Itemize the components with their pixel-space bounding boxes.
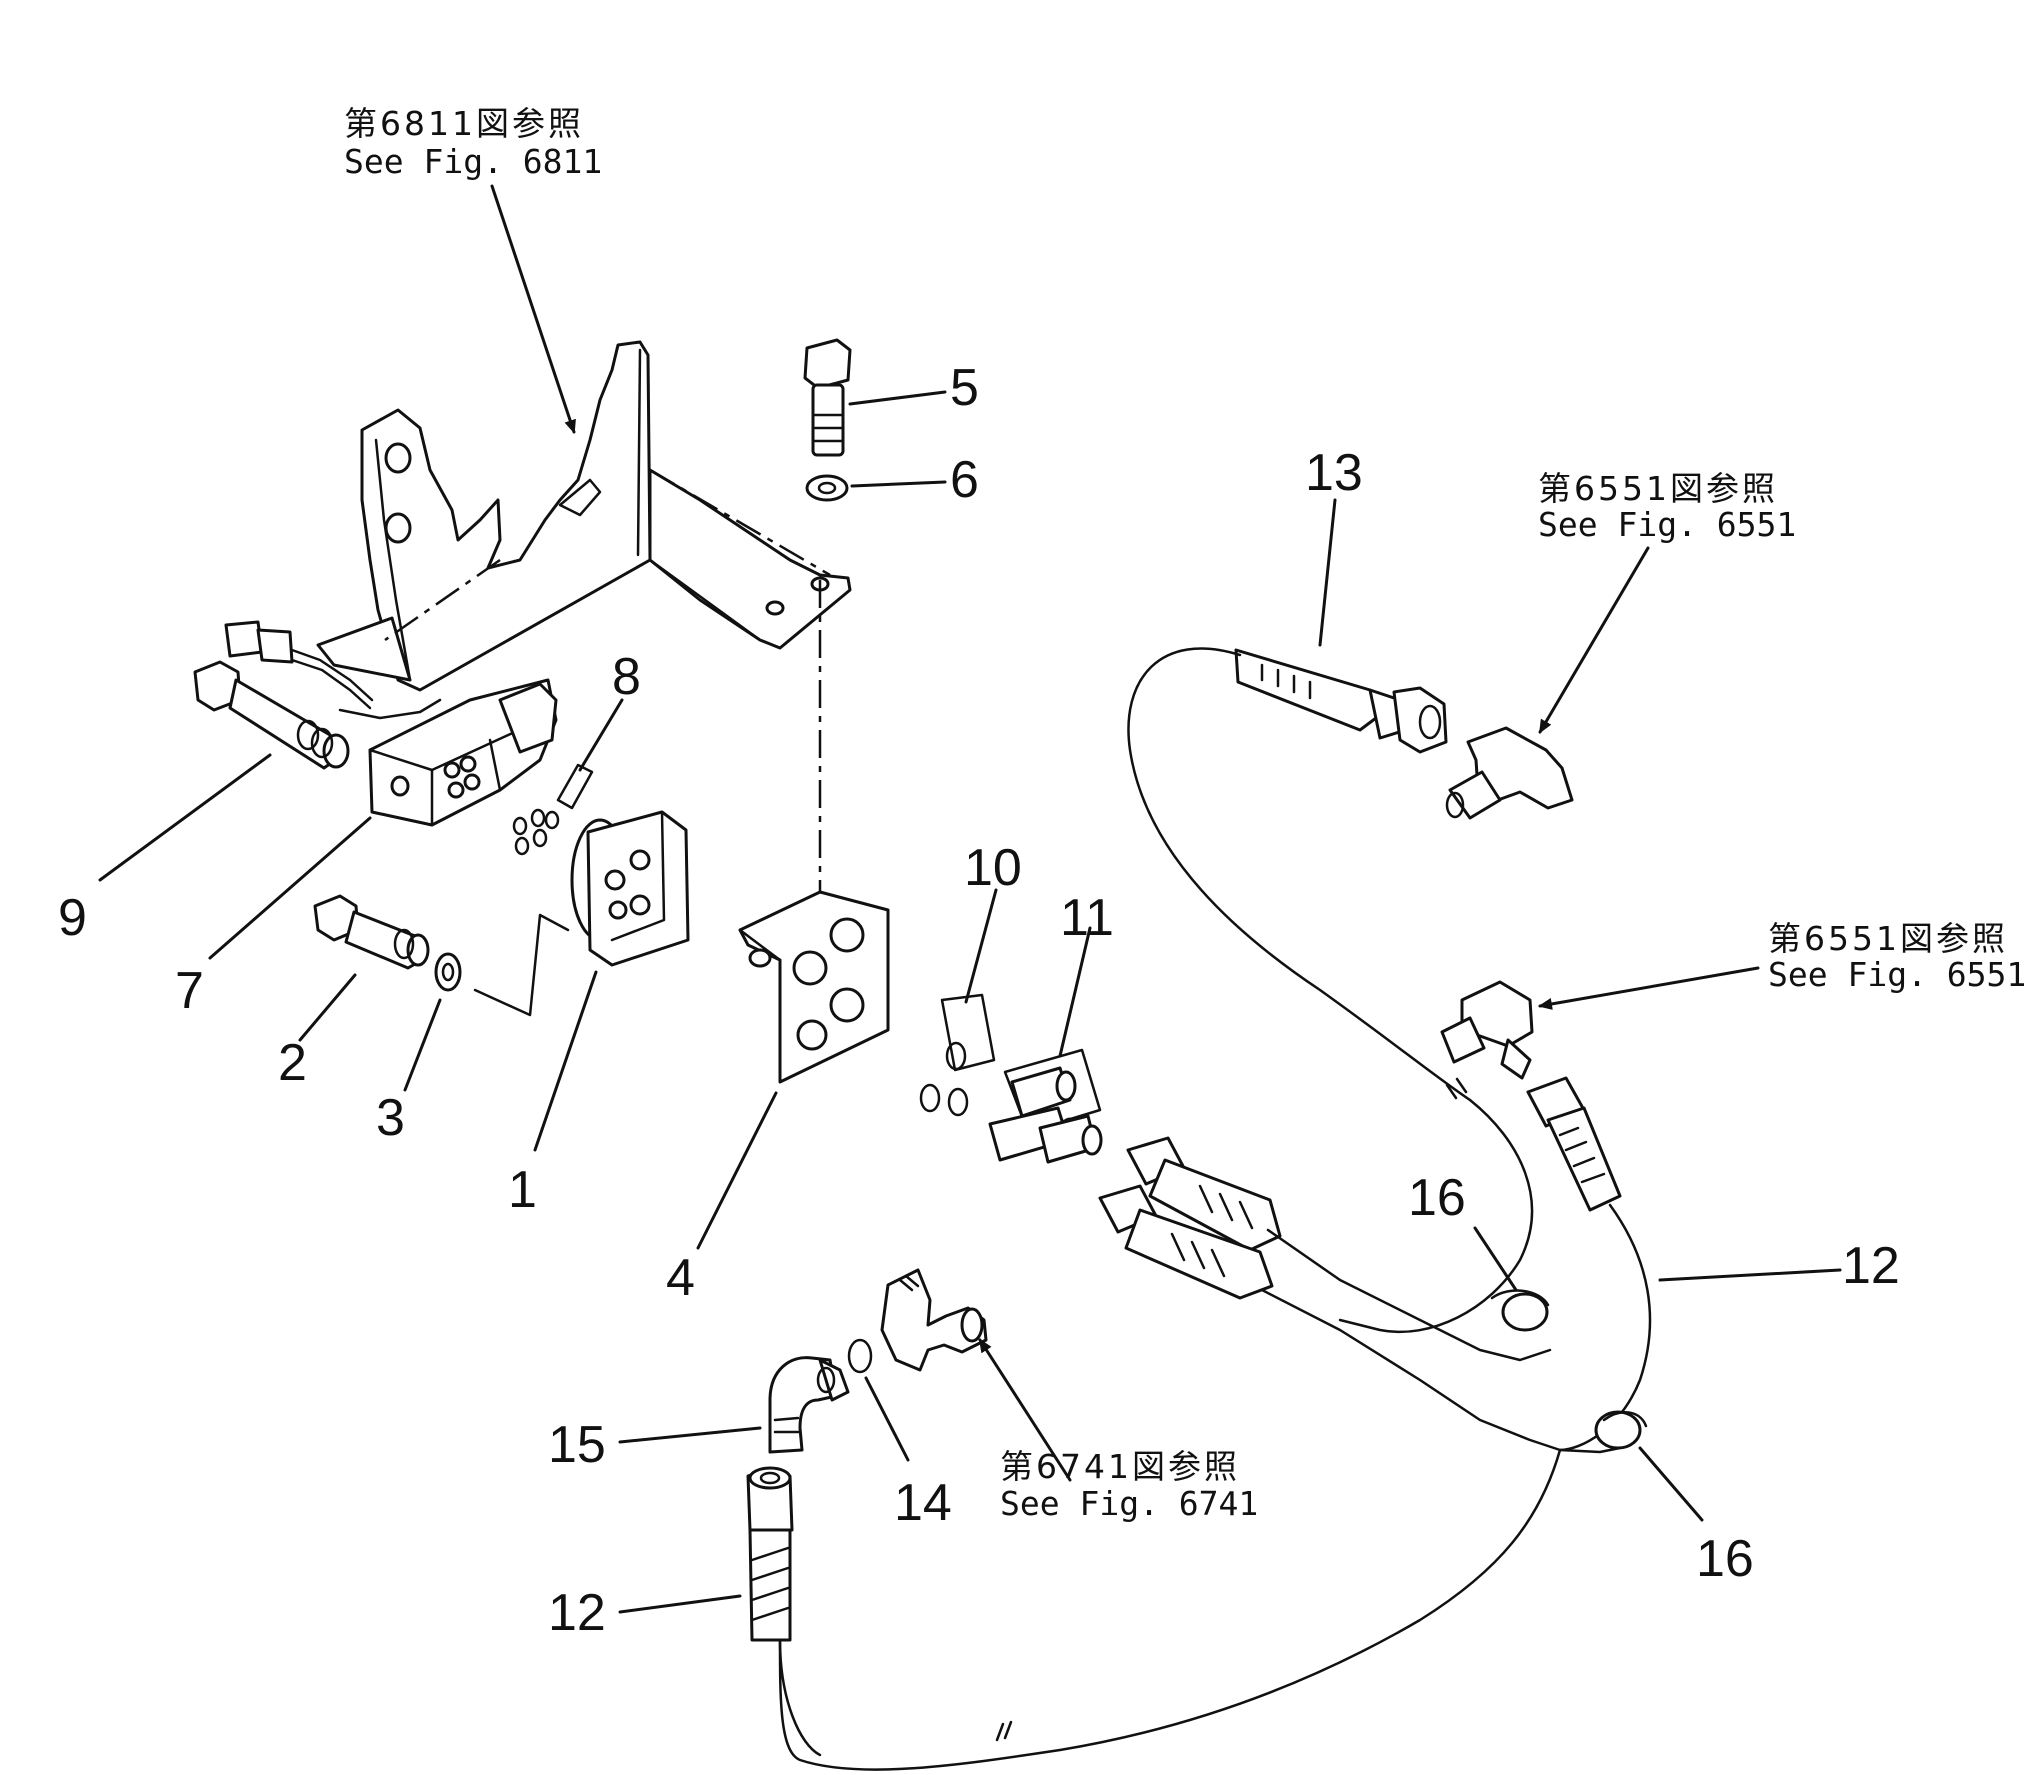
washer-part-6: 6 — [805, 451, 979, 509]
reference-jp-text: 第6551図参照 — [1768, 919, 2008, 958]
bolt-part-9: 9 — [58, 660, 350, 947]
bolt-part-5: 5 — [803, 338, 979, 457]
reference-en-text: See Fig. 6811 — [344, 142, 602, 181]
solenoid-valve-part-7: 7 — [175, 678, 558, 1020]
part-label-1: 1 — [508, 1161, 537, 1219]
hose-lower-part-12: 12 — [548, 1466, 822, 1757]
part-label-3: 3 — [376, 1089, 405, 1147]
part-label-16-lower: 16 — [1696, 1530, 1754, 1588]
reference-en-text: See Fig. 6741 — [1000, 1484, 1258, 1523]
o-rings-part-8: 8 — [512, 648, 641, 856]
hose-assembly-part-13: 13 — [1127, 444, 1534, 1334]
reference-fig-6811: 第6811図参照 See Fig. 6811 — [344, 104, 602, 434]
reference-jp-text: 第6741図参照 — [1000, 1447, 1240, 1486]
reference-fig-6741: 第6741図参照 See Fig. 6741 — [880, 1268, 1258, 1523]
fittings-part-11: 11 — [988, 889, 1114, 1164]
part-label-10: 10 — [964, 839, 1022, 897]
reference-jp-text: 第6551図参照 — [1538, 469, 1778, 508]
reference-jp-text: 第6811図参照 — [344, 104, 584, 143]
part-label-14: 14 — [894, 1474, 952, 1532]
part-label-13: 13 — [1305, 444, 1363, 502]
cover-plate-part-1: 1 — [508, 810, 690, 1219]
bolt-part-2: 2 — [278, 894, 430, 1092]
clamps-part-16: 16 16 — [1408, 1169, 1754, 1588]
plate-part-4: 4 — [666, 890, 890, 1307]
leader-line — [848, 390, 947, 406]
part-label-16-upper: 16 — [1408, 1169, 1466, 1227]
washer-part-3: 3 — [376, 913, 570, 1147]
elbow-part-15: 15 — [548, 1356, 850, 1474]
o-rings-part-10: 10 — [919, 839, 1022, 1117]
reference-en-text: See Fig. 6551 — [1768, 955, 2024, 994]
hose-right-part-12: 12 — [778, 1076, 1900, 1771]
part-label-2: 2 — [278, 1034, 307, 1092]
part-label-8: 8 — [612, 648, 641, 706]
reference-en-text: See Fig. 6551 — [1538, 505, 1796, 544]
part-label-6: 6 — [950, 451, 979, 509]
reference-fig-6551-right: 第6551図参照 See Fig. 6551 — [1440, 919, 2024, 1080]
part-label-11: 11 — [1060, 889, 1114, 947]
part-label-4: 4 — [666, 1249, 695, 1307]
reference-arrow — [490, 184, 576, 434]
connector-wire — [224, 620, 374, 710]
part-label-5: 5 — [950, 359, 979, 417]
part-label-7: 7 — [175, 962, 204, 1020]
reference-fig-6551-upper: 第6551図参照 See Fig. 6551 — [1445, 469, 1796, 820]
part-label-15: 15 — [548, 1416, 606, 1474]
hose-assemblies-part-12 — [1098, 1136, 1622, 1454]
mounting-bracket — [316, 340, 852, 892]
o-ring-part-14: 14 — [847, 1338, 952, 1532]
part-label-12-right: 12 — [1842, 1237, 1900, 1295]
part-label-9: 9 — [58, 889, 87, 947]
part-label-12-lower: 12 — [548, 1584, 606, 1642]
